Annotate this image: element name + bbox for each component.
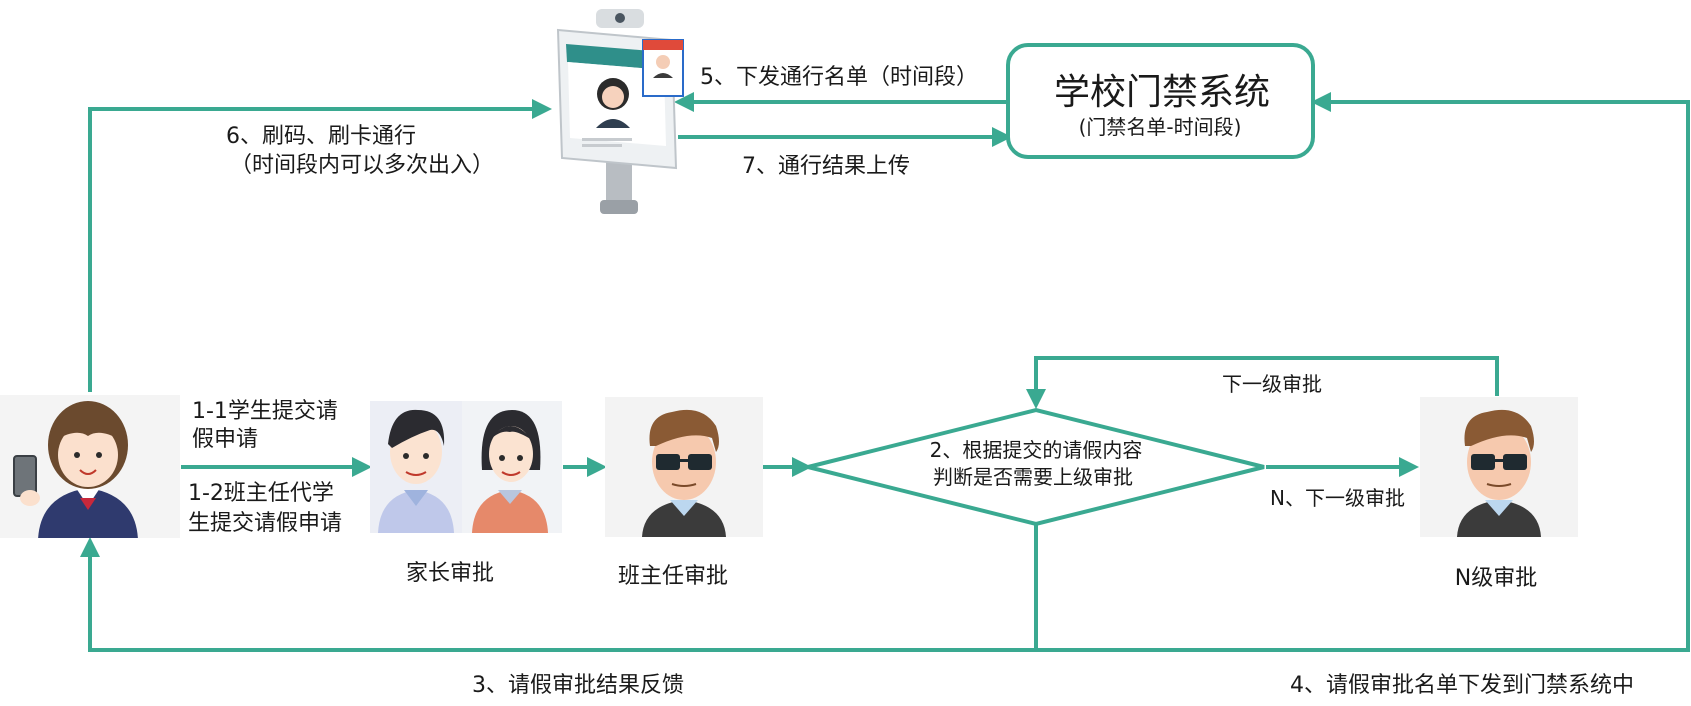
face-recognition-terminal-icon[interactable] xyxy=(556,9,684,214)
connectors xyxy=(80,92,1690,652)
edge-3-feedback xyxy=(80,537,1036,652)
decision-diamond xyxy=(807,407,1265,527)
edge-1-1-label-line2: 假申请 xyxy=(192,427,258,452)
edge-6-swipe-pass xyxy=(88,99,552,392)
parents-icon[interactable] xyxy=(370,401,562,533)
system-title: 学校门禁系统 xyxy=(1054,72,1270,113)
approver-with-glasses-icon[interactable] xyxy=(1420,397,1578,537)
decision-line1: 2、根据提交的请假内容 xyxy=(930,438,1143,462)
access-control-system[interactable]: 学校门禁系统 (门禁名单-时间段) xyxy=(1006,43,1315,159)
system-subtitle: (门禁名单-时间段) xyxy=(1079,115,1242,139)
edge-1-2-label-line1: 1-2班主任代学 xyxy=(188,481,334,506)
edge-6-label-line2: （时间段内可以多次出入） xyxy=(230,153,494,178)
edge-3-label: 3、请假审批结果反馈 xyxy=(472,673,684,698)
parent-approval-label: 家长审批 xyxy=(406,561,494,586)
system-box xyxy=(1006,43,1315,159)
decision-line2: 判断是否需要上级审批 xyxy=(933,465,1133,489)
edge-labels: 5、下发通行名单（时间段） 7、通行结果上传 6、刷码、刷卡通行 （时间段内可以… xyxy=(188,65,1634,698)
edge-1-1-label-line1: 1-1学生提交请 xyxy=(192,399,338,424)
decision-node[interactable]: 2、根据提交的请假内容 判断是否需要上级审批 xyxy=(807,407,1265,527)
n-next-level-label: N、下一级审批 xyxy=(1270,486,1405,510)
edge-7-label: 7、通行结果上传 xyxy=(742,154,910,179)
node-labels: 家长审批 班主任审批 N级审批 xyxy=(406,561,1537,591)
next-level-label: 下一级审批 xyxy=(1222,372,1322,396)
student-with-phone-icon[interactable] xyxy=(0,395,180,540)
edge-4-list-to-system xyxy=(1034,92,1690,652)
edge-1-2-label-line2: 生提交请假申请 xyxy=(188,511,342,536)
edge-loop-next-level xyxy=(1026,356,1499,409)
teacher-with-glasses-icon[interactable] xyxy=(605,397,763,537)
edge-4-label: 4、请假审批名单下发到门禁系统中 xyxy=(1290,673,1634,698)
teacher-approval-label: 班主任审批 xyxy=(618,564,728,589)
edge-6-label-line1: 6、刷码、刷卡通行 xyxy=(226,124,416,149)
n-level-approval-label: N级审批 xyxy=(1455,566,1537,591)
edge-5-label: 5、下发通行名单（时间段） xyxy=(700,65,978,90)
